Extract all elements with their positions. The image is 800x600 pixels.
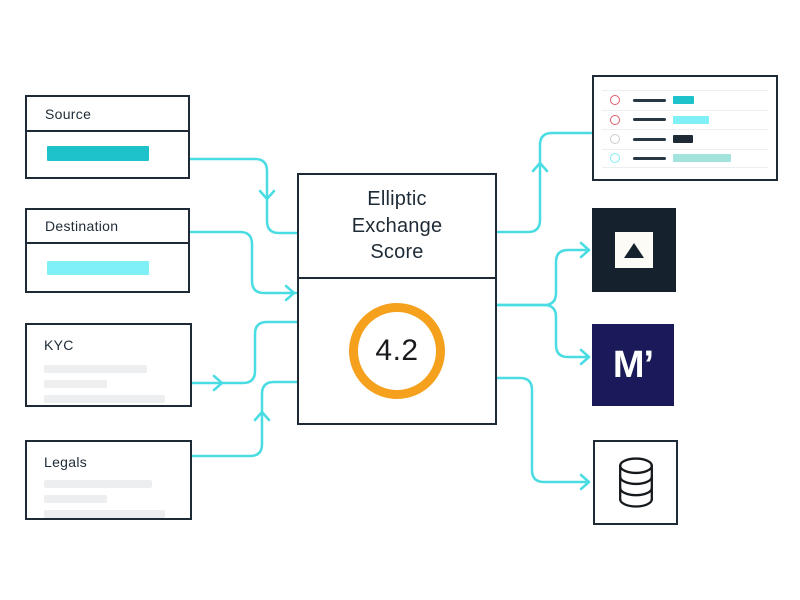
arrow-up-icon [531,161,549,173]
arrow-right-icon [579,473,591,491]
exchange-logo [592,208,676,292]
row-value-bar [673,154,731,163]
connector-kyc [190,320,300,385]
skeleton-line [44,365,147,373]
score-value: 4.2 [375,334,419,367]
connector-source [188,157,300,235]
row-value-bar [673,96,694,105]
legals-label: Legals [44,454,88,470]
status-circle-icon [610,114,620,125]
legals-box: Legals [25,440,192,520]
source-label: Source [27,97,188,132]
report-card [592,75,778,181]
status-circle-icon [610,95,620,106]
status-circle-icon [610,153,620,164]
exchange-logo-inner [615,232,653,268]
connector-moodys [495,303,589,359]
arrow-right-icon [212,374,224,392]
connector-legals [190,380,300,458]
kyc-label: KYC [44,337,74,353]
destination-value-bar [47,261,149,275]
skeleton-line [44,480,152,488]
moodys-logo: M’ [592,324,674,406]
arrow-down-icon [258,189,276,201]
report-row [602,109,768,130]
score-box-title: Elliptic Exchange Score [299,175,495,279]
kyc-box: KYC [25,323,192,407]
triangle-up-icon [624,243,644,258]
report-row [602,148,768,168]
connector-database [495,376,589,484]
connector-destination [188,230,298,295]
status-circle-icon [610,134,620,145]
connector-report [495,131,593,234]
skeleton-line [44,395,165,403]
skeleton-line [44,495,107,503]
row-dash [633,98,666,102]
row-dash [633,156,666,160]
destination-box: Destination [25,208,190,293]
row-value-bar [673,115,709,124]
report-row [602,129,768,149]
row-dash [633,137,666,141]
database-box [593,440,678,525]
score-ring: 4.2 [349,303,445,399]
score-section: 4.2 [299,279,495,423]
destination-label: Destination [27,210,188,244]
arrow-right-icon [579,241,591,259]
connector-exchange [495,248,589,307]
skeleton-line [44,380,107,388]
row-dash [633,118,666,122]
arrow-right-icon [284,284,296,302]
skeleton-line [44,510,165,518]
report-row [602,90,768,110]
elliptic-exchange-score-box: Elliptic Exchange Score 4.2 [297,173,497,425]
row-value-bar [673,135,693,144]
database-icon [618,456,653,508]
arrow-up-icon [253,410,271,422]
source-box: Source [25,95,190,179]
arrow-right-icon [579,348,591,366]
source-value-bar [47,146,149,161]
moodys-logo-label: M’ [612,343,654,386]
